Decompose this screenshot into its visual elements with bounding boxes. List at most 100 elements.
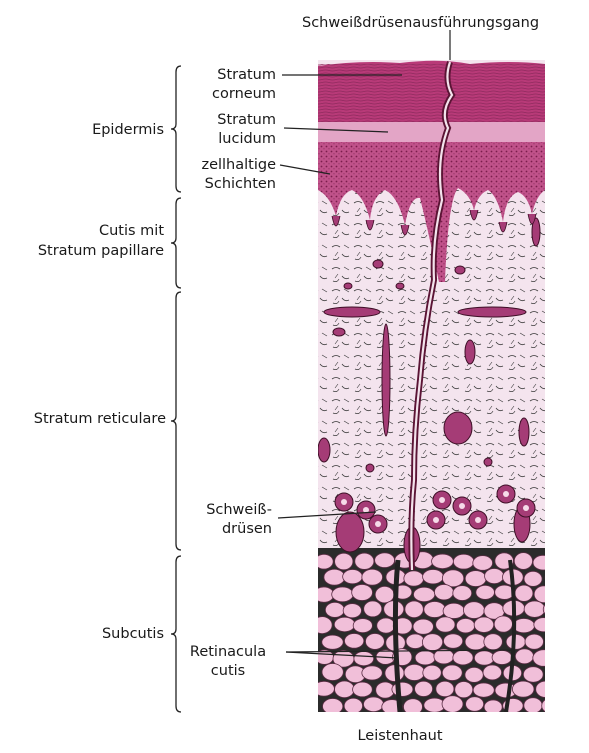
fat-cell <box>422 634 442 651</box>
blood-vessel <box>318 438 330 462</box>
fat-cell <box>406 634 424 649</box>
corneum-label-line1: Stratum <box>196 66 276 85</box>
fat-cell <box>364 601 382 617</box>
blood-vessel <box>444 412 472 444</box>
blood-vessel <box>519 418 529 446</box>
fat-cell <box>323 699 343 715</box>
subcutis-label: Subcutis <box>60 625 164 644</box>
cells-label-line1: zellhaltige <box>176 156 276 175</box>
fat-cell <box>465 667 483 682</box>
fat-cell <box>473 683 494 697</box>
fat-cell <box>423 665 441 680</box>
fat-cell <box>355 553 374 569</box>
fat-cell <box>334 617 355 632</box>
fat-cell <box>534 618 554 632</box>
gland-lumen <box>433 517 439 523</box>
gland-lumen <box>375 521 381 527</box>
fat-cell <box>484 634 503 650</box>
glands-label-line2: drüsen <box>196 520 272 539</box>
blood-vessel <box>458 307 526 317</box>
gland-lumen <box>341 499 347 505</box>
fat-cell <box>513 619 535 633</box>
fat-cell <box>312 617 332 634</box>
cutis-label-line1: Cutis mit <box>10 222 164 241</box>
gland-lumen <box>523 505 529 511</box>
fat-cell <box>456 618 474 632</box>
fat-cell <box>545 569 563 586</box>
cells-label-line2: Schichten <box>176 175 276 194</box>
fat-cell <box>443 603 465 618</box>
fat-cell <box>314 587 334 602</box>
fat-cell <box>432 554 454 569</box>
blood-vessel <box>484 458 492 466</box>
fat-cell <box>436 681 454 696</box>
fat-cell <box>315 554 333 569</box>
fat-cell <box>434 584 453 599</box>
fat-cell <box>424 601 446 617</box>
region-brace <box>171 556 181 712</box>
fat-cell <box>375 553 395 568</box>
cutis-label-line2: Stratum papillare <box>10 242 164 261</box>
fat-cell <box>353 682 373 697</box>
fat-cell <box>524 571 542 586</box>
blood-vessel <box>396 283 404 289</box>
fat-cell <box>436 617 455 632</box>
corneum-label-line2: corneum <box>196 85 276 104</box>
fat-cell <box>474 651 494 665</box>
duct-label: Schweißdrüsenausführungsgang <box>302 14 539 33</box>
region-brace <box>171 198 181 288</box>
fat-cell <box>473 556 493 571</box>
gland-lumen <box>439 497 445 503</box>
blood-vessel <box>382 324 390 436</box>
fat-cell <box>483 665 502 680</box>
blood-vessel <box>336 512 364 552</box>
fat-cell <box>542 698 563 714</box>
fat-cell <box>413 619 433 634</box>
fat-cell <box>404 664 425 680</box>
fat-cell <box>343 604 361 618</box>
fat-cell <box>415 651 435 665</box>
fat-cell <box>525 634 543 649</box>
lucidum-label-line1: Stratum <box>196 111 276 130</box>
fat-cell <box>405 601 423 618</box>
blood-vessel <box>455 266 465 274</box>
retinacula-label-line2: cutis <box>178 662 278 681</box>
fat-cell <box>442 665 462 681</box>
region-brace <box>171 292 181 550</box>
fat-cell <box>546 666 565 682</box>
fat-cell <box>365 634 384 650</box>
fat-cell <box>335 681 355 698</box>
blood-vessel <box>344 283 352 289</box>
gland-lumen <box>475 517 481 523</box>
fat-cell <box>465 571 486 587</box>
fat-cell <box>325 602 344 617</box>
fat-cell <box>476 585 495 599</box>
fat-cell <box>512 681 534 697</box>
fat-cell <box>354 651 374 665</box>
fat-cell <box>362 569 383 585</box>
fat-cell <box>363 697 383 712</box>
fat-cell <box>484 700 502 714</box>
fat-cell <box>322 635 343 649</box>
fat-cell <box>463 602 484 619</box>
figure-caption: Leistenhaut <box>330 727 470 746</box>
fat-cell <box>362 666 382 680</box>
fat-cell <box>413 587 434 601</box>
fat-cell <box>453 586 472 601</box>
fat-cell <box>404 571 424 586</box>
fat-cell <box>455 681 473 697</box>
fat-cell <box>443 634 462 648</box>
fat-cell <box>466 697 484 712</box>
fat-cell <box>494 616 512 632</box>
fat-cell <box>392 682 413 696</box>
fat-cell <box>465 634 486 650</box>
fat-cell <box>545 634 565 650</box>
corneum-stripes <box>318 64 545 122</box>
fat-cell <box>313 681 334 696</box>
lucidum-label-line2: lucidum <box>196 130 276 149</box>
fat-cell <box>492 650 512 664</box>
fat-cell <box>353 619 372 633</box>
fat-cell <box>442 696 463 713</box>
fat-cell <box>403 699 422 715</box>
fat-cell <box>534 586 553 603</box>
